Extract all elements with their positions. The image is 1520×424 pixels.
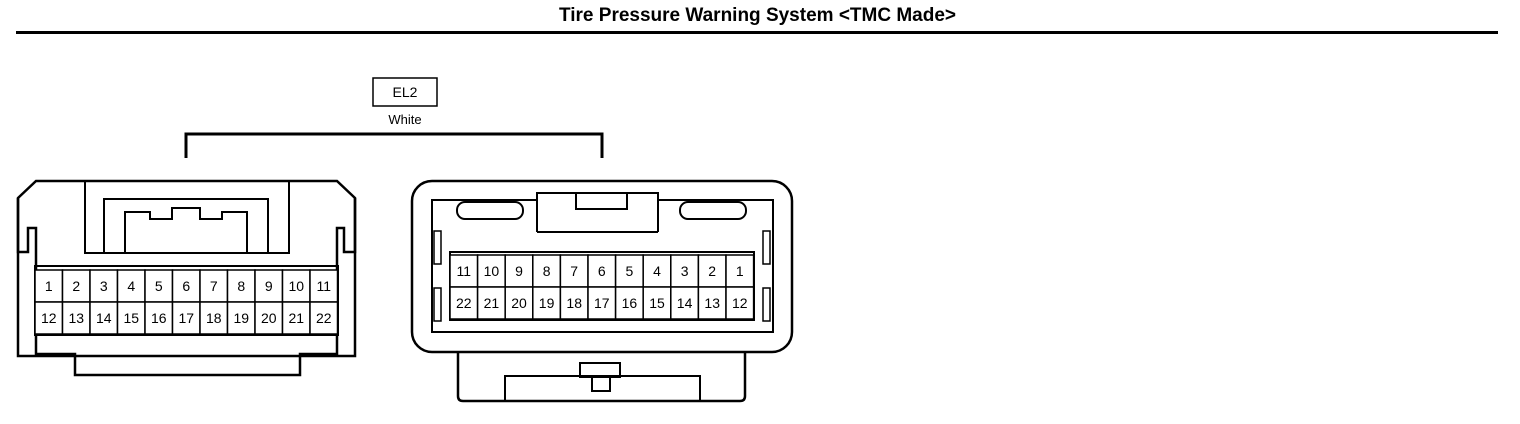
pin-number: 21 bbox=[288, 310, 304, 326]
left-connector-body bbox=[16, 198, 357, 358]
pin-number: 10 bbox=[288, 278, 304, 294]
pin-number: 19 bbox=[233, 310, 249, 326]
pin-cell bbox=[309, 301, 339, 335]
pin-cell bbox=[226, 269, 256, 303]
pin-number: 15 bbox=[123, 310, 139, 326]
pin-number: 1 bbox=[45, 278, 53, 294]
connector-code: EL2 bbox=[393, 84, 418, 100]
pin-cell bbox=[144, 301, 174, 335]
connector-label: EL2 White bbox=[372, 77, 438, 127]
pin-cell bbox=[725, 286, 755, 320]
pin-number: 16 bbox=[151, 310, 167, 326]
right-connector-rib bbox=[762, 287, 771, 322]
pin-number: 20 bbox=[261, 310, 277, 326]
pin-number: 13 bbox=[68, 310, 84, 326]
pin-number: 10 bbox=[484, 263, 500, 279]
pin-number: 17 bbox=[178, 310, 194, 326]
pin-cell bbox=[504, 286, 534, 320]
pin-cell bbox=[725, 254, 755, 288]
pin-cell bbox=[642, 286, 672, 320]
right-connector-rib bbox=[433, 287, 442, 322]
pin-number: 9 bbox=[265, 278, 273, 294]
pin-number: 13 bbox=[704, 295, 720, 311]
pin-number: 7 bbox=[210, 278, 218, 294]
pin-number: 22 bbox=[456, 295, 472, 311]
pin-number: 12 bbox=[732, 295, 748, 311]
pin-number: 3 bbox=[681, 263, 689, 279]
right-connector-slot-left bbox=[456, 201, 524, 220]
pin-number: 7 bbox=[570, 263, 578, 279]
pin-number: 4 bbox=[127, 278, 135, 294]
connector-bracket bbox=[184, 132, 604, 158]
pin-cell bbox=[587, 254, 617, 288]
pin-number: 5 bbox=[155, 278, 163, 294]
pin-number: 18 bbox=[566, 295, 582, 311]
pin-cell bbox=[697, 286, 727, 320]
right-connector-rib bbox=[433, 230, 442, 265]
pin-cell bbox=[532, 254, 562, 288]
pin-cell bbox=[171, 301, 201, 335]
pin-number: 18 bbox=[206, 310, 222, 326]
pin-number: 15 bbox=[649, 295, 665, 311]
pin-cell bbox=[559, 254, 589, 288]
right-connector-outline bbox=[410, 179, 794, 354]
pin-cell bbox=[587, 286, 617, 320]
pin-number: 20 bbox=[511, 295, 527, 311]
pin-number: 4 bbox=[653, 263, 661, 279]
pin-number: 8 bbox=[543, 263, 551, 279]
pin-number: 22 bbox=[316, 310, 332, 326]
connector-code-box bbox=[372, 77, 438, 107]
pin-number: 14 bbox=[677, 295, 693, 311]
right-connector-slot-right bbox=[679, 201, 747, 220]
pin-number: 14 bbox=[96, 310, 112, 326]
pin-number: 21 bbox=[484, 295, 500, 311]
pin-number: 6 bbox=[182, 278, 190, 294]
pin-number: 2 bbox=[708, 263, 716, 279]
page-title: Tire Pressure Warning System <TMC Made> bbox=[558, 5, 957, 26]
pin-number: 11 bbox=[316, 278, 331, 294]
pin-number: 2 bbox=[72, 278, 80, 294]
pin-cell bbox=[34, 269, 64, 303]
pin-number: 3 bbox=[100, 278, 108, 294]
pin-cell bbox=[254, 269, 284, 303]
right-connector-lower-housing bbox=[456, 352, 747, 403]
pin-number: 8 bbox=[237, 278, 245, 294]
right-connector-key bbox=[536, 193, 659, 233]
right-connector-lower-tab-tip bbox=[591, 376, 611, 392]
pin-number: 9 bbox=[515, 263, 523, 279]
pin-cell bbox=[226, 301, 256, 335]
left-connector-latch-frame bbox=[84, 181, 290, 254]
pin-cell bbox=[281, 269, 311, 303]
pin-cell bbox=[254, 301, 284, 335]
left-connector-latch-inner bbox=[103, 198, 269, 253]
pin-number: 12 bbox=[41, 310, 57, 326]
pin-number: 19 bbox=[539, 295, 555, 311]
left-connector-lock-tab bbox=[124, 207, 248, 253]
title-underline bbox=[16, 31, 1498, 34]
connector-color: White bbox=[388, 112, 421, 127]
right-connector-key-notch bbox=[575, 193, 628, 210]
pin-number: 17 bbox=[594, 295, 610, 311]
pin-cell bbox=[670, 254, 700, 288]
pin-number: 11 bbox=[457, 263, 472, 279]
pin-number: 5 bbox=[626, 263, 634, 279]
right-connector-lower-latch bbox=[504, 375, 701, 401]
right-connector-rib bbox=[762, 230, 771, 265]
right-connector-lower-tab bbox=[579, 362, 621, 378]
pin-number: 6 bbox=[598, 263, 606, 279]
pin-number: 1 bbox=[736, 263, 744, 279]
pin-cell bbox=[449, 286, 479, 320]
pin-cell bbox=[116, 269, 146, 303]
pin-number: 16 bbox=[622, 295, 638, 311]
